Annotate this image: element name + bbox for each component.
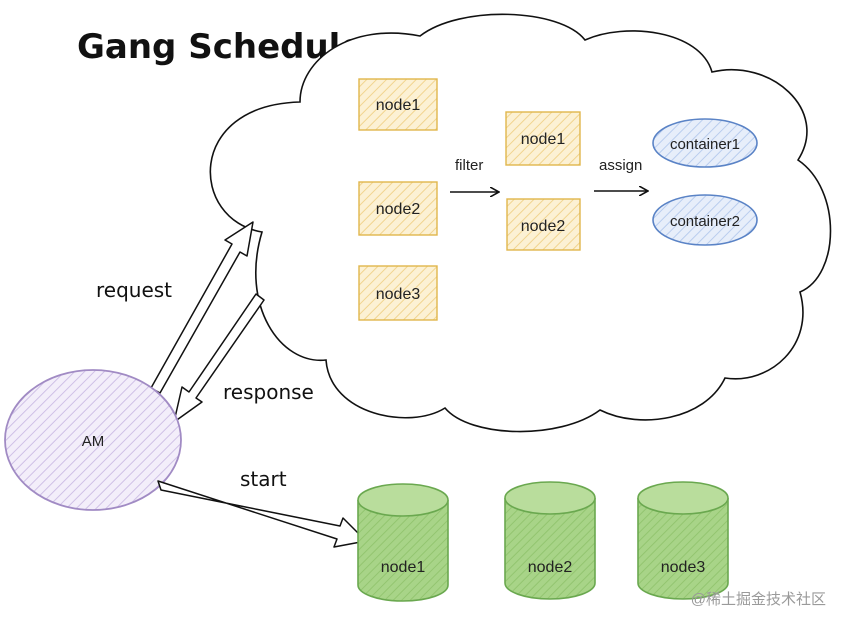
response-arrow — [173, 293, 265, 423]
request-label: request — [96, 278, 172, 302]
am-node: AM — [4, 369, 182, 511]
filtered-node-1: node1 — [505, 111, 581, 166]
cluster-node-1-label: node1 — [381, 559, 426, 576]
cloud-node-2: node2 — [358, 181, 438, 236]
cluster-node-1: node1 — [357, 483, 449, 602]
cluster-node-2: node2 — [504, 481, 596, 600]
am-label: AM — [82, 433, 105, 450]
cluster-node-3-label: node3 — [661, 559, 706, 576]
cloud-node-2-label: node2 — [376, 201, 421, 218]
filter-label: filter — [455, 157, 483, 174]
cluster-node-2-label: node2 — [528, 559, 573, 576]
filtered-node-2: node2 — [506, 198, 581, 251]
cloud-node-1: node1 — [358, 78, 438, 131]
container-1: container1 — [652, 118, 758, 168]
container-1-label: container1 — [670, 136, 740, 153]
request-arrow — [150, 221, 254, 394]
container-2-label: container2 — [670, 213, 740, 230]
cloud-node-1-label: node1 — [376, 97, 421, 114]
filtered-node-2-label: node2 — [521, 218, 566, 235]
cloud-node-3: node3 — [358, 265, 438, 321]
start-label: start — [240, 467, 287, 491]
filtered-node-1-label: node1 — [521, 131, 566, 148]
start-arrow — [157, 480, 367, 548]
response-label: response — [223, 380, 314, 404]
assign-label: assign — [599, 157, 642, 174]
cloud-node-3-label: node3 — [376, 286, 421, 303]
watermark: @稀土掘金技术社区 — [691, 591, 826, 608]
cluster-node-3: node3 — [637, 481, 729, 600]
container-2: container2 — [652, 194, 758, 246]
